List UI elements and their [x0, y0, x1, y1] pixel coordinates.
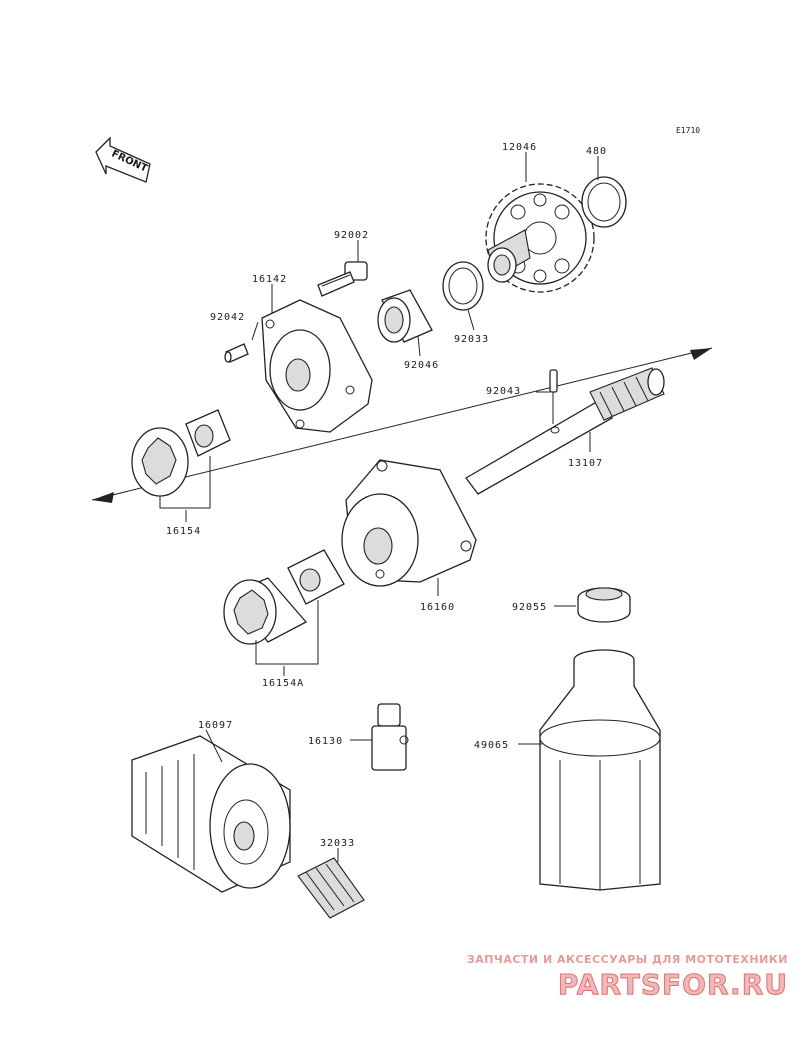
axis-arrow-right-icon — [690, 348, 712, 360]
label-16154A: 16154A — [262, 678, 304, 689]
part-16154-rotor — [131, 409, 231, 497]
leader-lines — [159, 152, 599, 862]
part-16142-cover — [261, 299, 373, 433]
label-92055: 92055 — [512, 602, 547, 613]
part-92055-cap — [577, 587, 631, 623]
part-49065-strainer — [539, 649, 661, 891]
watermark-tagline: ЗАПЧАСТИ И АКСЕССУАРЫ ДЛЯ МОТОТЕХНИКИ — [467, 953, 788, 966]
label-13107: 13107 — [568, 458, 603, 469]
part-16097-filter — [131, 735, 291, 893]
label-92043: 92043 — [486, 386, 521, 397]
axis-arrow-left-icon — [92, 492, 114, 503]
part-92002-bolt — [317, 261, 368, 297]
part-12046-sprocket — [485, 183, 595, 293]
part-16130-switch — [371, 703, 409, 771]
part-480-circlip — [581, 176, 627, 228]
front-arrow-icon: FRONT — [95, 136, 151, 183]
label-49065: 49065 — [474, 740, 509, 751]
part-13107-shaft — [465, 367, 665, 495]
watermark-brand: PARTSFOR.RU — [558, 968, 788, 1001]
part-92033-circlip — [442, 261, 484, 311]
label-16160: 16160 — [420, 602, 455, 613]
part-16154A-rotor — [223, 549, 345, 645]
label-92002: 92002 — [334, 230, 369, 241]
axis-line — [91, 347, 713, 501]
label-92042: 92042 — [210, 312, 245, 323]
label-12046: 12046 — [502, 142, 537, 153]
label-16097: 16097 — [198, 720, 233, 731]
diagram-code: E1710 — [676, 126, 700, 135]
part-92043-pin — [549, 369, 558, 424]
label-16154: 16154 — [166, 526, 201, 537]
label-92046: 92046 — [404, 360, 439, 371]
part-16160-body — [341, 459, 477, 587]
label-92033: 92033 — [454, 334, 489, 345]
part-32033-spring — [297, 857, 365, 919]
watermark: ЗАПЧАСТИ И АКСЕССУАРЫ ДЛЯ МОТОТЕХНИКИ PA… — [467, 953, 788, 1002]
label-16142: 16142 — [252, 274, 287, 285]
part-92042-pin — [224, 343, 249, 363]
label-16130: 16130 — [308, 736, 343, 747]
label-480: 480 — [586, 146, 607, 157]
part-92046-bearing — [377, 289, 433, 343]
part-labels: 12046 480 92002 16142 92042 92046 92033 … — [166, 142, 607, 849]
label-32033: 32033 — [320, 838, 355, 849]
